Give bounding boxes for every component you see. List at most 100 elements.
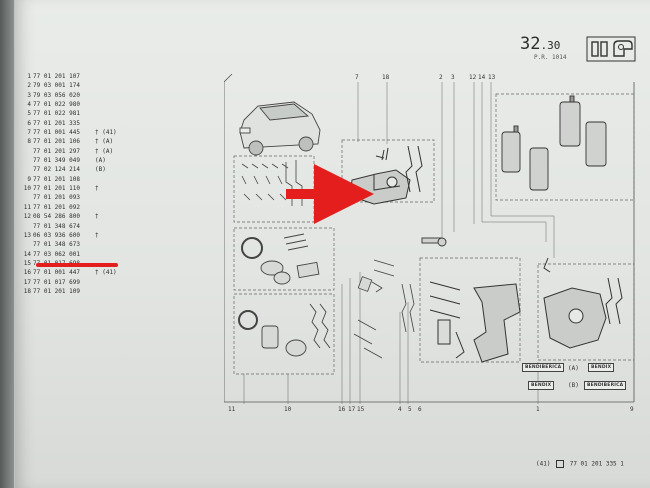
label-option-a: (A) <box>568 365 579 372</box>
red-underline-highlight <box>36 263 118 267</box>
callout-top: 2 <box>439 74 443 81</box>
part-number: 77 01 201 092 <box>33 203 80 211</box>
parts-list-row: 77 01 201 297 † (A) <box>22 147 122 156</box>
part-note: † (41) <box>95 269 117 277</box>
part-index <box>22 193 31 202</box>
part-number: 77 01 201 109 <box>33 287 80 295</box>
part-number: 77 03 062 001 <box>33 250 80 258</box>
part-index: 14 <box>23 250 31 258</box>
part-note <box>95 119 113 128</box>
part-note: (A) <box>95 157 106 165</box>
part-note <box>95 250 113 259</box>
part-number: 79 03 001 174 <box>33 82 80 90</box>
label-bendiberica: BENDIBERICA <box>522 363 565 372</box>
brake-caliper-pictogram-icon <box>586 36 636 62</box>
part-index: 1 <box>27 73 31 80</box>
callout-top: 13 <box>488 74 496 81</box>
part-index: 7 <box>27 129 31 137</box>
callout-bottom: 4 <box>398 406 402 413</box>
part-index: 10 <box>23 185 31 193</box>
label-bendix: BENDIX <box>588 363 615 372</box>
callout-bottom: 5 <box>408 406 412 413</box>
callout-top: 12 <box>469 74 477 81</box>
part-index: 6 <box>27 119 31 127</box>
part-note <box>95 222 113 231</box>
callout-bottom: 10 <box>284 406 292 413</box>
part-note <box>95 193 113 202</box>
footer-ref: (41) <box>536 460 551 468</box>
callout-bottom: 1 <box>536 406 540 413</box>
part-note: † <box>95 213 99 221</box>
parts-list-row: 77 02 124 214(B) <box>22 165 122 174</box>
part-number: 79 03 056 020 <box>33 91 80 99</box>
part-index: 18 <box>23 287 31 295</box>
callout-bottom: 9 <box>630 406 634 413</box>
part-note <box>95 287 113 296</box>
label-bendiberica: BENDIBERICA <box>584 381 627 390</box>
part-note <box>95 203 113 212</box>
callout-top: 14 <box>478 74 486 81</box>
part-index: 17 <box>23 278 31 286</box>
part-note <box>95 72 113 81</box>
part-note <box>95 100 113 109</box>
part-index: 12 <box>23 213 31 221</box>
parts-list-row: 77 01 348 673 <box>22 240 122 249</box>
part-index: 2 <box>27 82 31 90</box>
book-gutter <box>0 0 14 488</box>
part-number: 77 01 201 106 <box>33 138 80 146</box>
part-note <box>95 81 113 90</box>
parts-list-row: 77 01 348 674 <box>22 222 122 231</box>
part-number: 77 01 001 447 <box>33 269 80 277</box>
callout-bottom: 16 <box>338 406 346 413</box>
page-header: 32.30 P.R. 1014 <box>508 30 636 64</box>
page-number: 32.30 <box>520 34 561 54</box>
part-index <box>22 222 31 231</box>
part-note <box>95 240 113 249</box>
part-number: 77 01 022 980 <box>33 101 80 109</box>
callout-top: 7 <box>355 74 359 81</box>
parts-list-row: 77 01 201 093 <box>22 193 122 202</box>
part-index: 8 <box>27 138 31 146</box>
callout-top: 3 <box>451 74 455 81</box>
callout-top: 18 <box>382 74 390 81</box>
part-number: 77 01 201 110 <box>33 185 80 193</box>
part-number: 77 01 201 108 <box>33 175 80 183</box>
callout-bottom: 15 <box>357 406 365 413</box>
part-index: 13 <box>23 231 31 239</box>
part-number: 77 01 349 049 <box>33 157 80 165</box>
part-number: 77 01 001 445 <box>33 129 80 137</box>
callout-bottom: 11 <box>228 406 236 413</box>
part-number: 77 01 201 093 <box>33 194 80 202</box>
exploded-brake-diagram: 7 18 2 3 12 14 13 11 10 16 17 15 4 5 6 1… <box>224 72 636 416</box>
part-note: † (A) <box>95 138 114 146</box>
footer-trail: 1 <box>620 460 624 468</box>
label-bendix: BENDIX <box>528 381 555 390</box>
part-index: 11 <box>23 203 31 211</box>
part-number: 08 54 286 800 <box>33 213 80 221</box>
part-note <box>95 91 113 100</box>
part-index: 16 <box>23 269 31 277</box>
part-number: 77 01 201 107 <box>33 73 80 80</box>
catalog-page <box>14 0 650 488</box>
part-note <box>95 278 113 287</box>
page-sub-code: P.R. 1014 <box>534 54 567 61</box>
part-note: † <box>95 185 99 193</box>
page-footer: (41) 77 01 201 335 1 <box>536 460 624 468</box>
part-number: 77 01 201 297 <box>33 147 80 155</box>
part-note: † (A) <box>95 147 114 155</box>
parts-list-row: 77 01 349 049 (A) <box>22 156 122 165</box>
part-index: 4 <box>27 101 31 109</box>
footer-number: 77 01 201 335 <box>569 460 617 468</box>
part-number: 77 02 124 214 <box>33 166 80 174</box>
